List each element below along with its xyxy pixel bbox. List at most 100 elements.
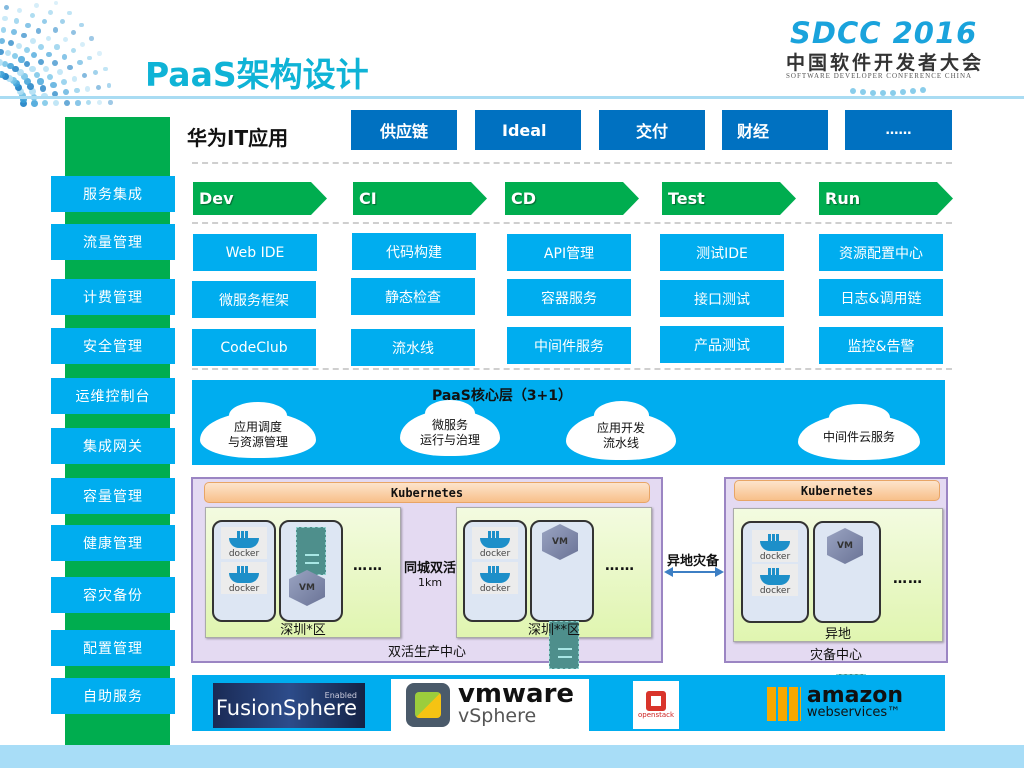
decor-dot	[7, 39, 14, 46]
decor-dot	[25, 22, 31, 29]
openstack-logo: openstack	[633, 681, 679, 729]
mgmt-item-self-service[interactable]: 自助服务	[51, 678, 175, 714]
mgmt-item-ops-console[interactable]: 运维控制台	[51, 378, 175, 414]
tool-web-ide[interactable]: Web IDE	[193, 234, 317, 271]
decor-dot	[62, 37, 68, 43]
mgmt-item-health[interactable]: 健康管理	[51, 525, 175, 561]
app-finance[interactable]: 财经	[722, 110, 828, 150]
mgmt-item-traffic[interactable]: 流量管理	[51, 224, 175, 260]
decor-dot	[47, 73, 54, 80]
decor-dot	[87, 55, 93, 61]
tool-pipeline[interactable]: 流水线	[351, 329, 475, 366]
docker-icon: docker	[221, 562, 267, 594]
decor-dot	[24, 60, 31, 68]
mgmt-item-service-integration[interactable]: 服务集成	[51, 176, 175, 212]
tool-codeclub[interactable]: CodeClub	[192, 329, 316, 366]
docker-icon: docker	[472, 562, 518, 594]
tool-microservice-framework[interactable]: 微服务框架	[192, 281, 316, 318]
decor-dot	[16, 42, 23, 49]
decor-dot	[13, 18, 20, 24]
decor-dot	[61, 79, 67, 85]
decor-dot	[18, 91, 26, 99]
decor-dot	[54, 44, 60, 50]
mgmt-item-capacity[interactable]: 容量管理	[51, 478, 175, 514]
tool-monitor-alarm[interactable]: 监控&告警	[819, 327, 943, 364]
app-supply-chain[interactable]: 供应链	[351, 110, 457, 150]
stage-test[interactable]: Test	[662, 182, 796, 215]
mgmt-item-config[interactable]: 配置管理	[51, 630, 175, 666]
decor-dot	[77, 60, 83, 66]
decor-dot	[910, 88, 916, 95]
decor-dot	[29, 12, 36, 18]
cloud-middleware-service[interactable]: 中间件云服务	[798, 403, 920, 460]
mgmt-item-security[interactable]: 安全管理	[51, 328, 175, 364]
decor-dot	[79, 22, 84, 28]
decor-dot	[24, 47, 31, 54]
decor-dot	[0, 26, 7, 33]
app-more[interactable]: ……	[845, 110, 952, 150]
tool-product-test[interactable]: 产品测试	[660, 326, 784, 363]
decor-dot	[890, 89, 896, 96]
tool-log-trace[interactable]: 日志&调用链	[819, 279, 943, 316]
tool-resource-config-center[interactable]: 资源配置中心	[819, 234, 943, 271]
dr-link-label: 异地灾备	[666, 554, 719, 569]
divider-stages	[192, 222, 952, 224]
tool-middleware-service[interactable]: 中间件服务	[507, 327, 631, 364]
decor-dot	[20, 73, 28, 80]
decor-dot	[10, 28, 17, 35]
tool-container-service[interactable]: 容器服务	[507, 279, 631, 316]
event-name-cn: 中国软件开发者大会	[786, 52, 985, 74]
mgmt-item-billing[interactable]: 计费管理	[51, 279, 175, 315]
stage-ci[interactable]: CI	[353, 182, 487, 215]
decor-dot	[47, 9, 53, 15]
mgmt-item-gateway[interactable]: 集成网关	[51, 428, 175, 464]
cloud-scheduling[interactable]: 应用调度与资源管理	[200, 401, 316, 458]
stage-dev[interactable]: Dev	[193, 182, 327, 215]
zone-label: 深圳*区	[280, 623, 326, 638]
decor-dot	[37, 78, 44, 85]
decor-dot	[29, 65, 36, 73]
decor-dot	[0, 59, 3, 67]
cloud-dev-pipeline[interactable]: 应用开发流水线	[566, 401, 676, 460]
tool-static-check[interactable]: 静态检查	[351, 278, 475, 315]
stage-run[interactable]: Run	[819, 182, 953, 215]
tool-code-build[interactable]: 代码构建	[352, 233, 476, 270]
decor-dot	[42, 65, 50, 73]
decor-dot	[7, 62, 14, 70]
openstack-icon	[646, 691, 666, 711]
decor-dot	[63, 89, 70, 96]
server-icon	[296, 527, 326, 575]
aws-logo: amazon webservices™	[760, 682, 910, 726]
page-title: PaaS架构设计	[145, 55, 369, 94]
decor-dot	[0, 48, 4, 55]
decor-dot	[53, 100, 60, 107]
decor-dot	[0, 37, 6, 44]
decor-dot	[42, 100, 49, 107]
cloud-microservice-governance[interactable]: 微服务运行与治理	[400, 399, 500, 456]
cloud-text-line1: 微服务	[431, 418, 468, 432]
vm-icon: VM	[289, 570, 325, 606]
decor-dot	[35, 28, 42, 34]
decor-dot	[82, 72, 88, 79]
production-dc-label: 双活生产中心	[387, 645, 466, 660]
decor-dot	[64, 100, 70, 106]
app-delivery[interactable]: 交付	[599, 110, 705, 150]
app-ideal[interactable]: Ideal	[475, 110, 581, 150]
decor-dot	[6, 74, 14, 82]
docker-icon: docker	[752, 530, 798, 562]
tool-api-management[interactable]: API管理	[507, 234, 631, 271]
mgmt-item-dr-backup[interactable]: 容灾备份	[51, 577, 175, 613]
stage-cd[interactable]: CD	[505, 182, 639, 215]
decor-dot	[20, 100, 27, 107]
zone-label: 深圳**区	[527, 623, 580, 638]
decor-dot	[97, 100, 102, 105]
decor-dot	[71, 76, 78, 82]
fusionsphere-logo: Enabled FusionSphere	[213, 683, 365, 728]
tool-interface-test[interactable]: 接口测试	[660, 280, 784, 317]
decor-dot	[80, 42, 85, 48]
cloud-text-line1: 应用开发	[596, 421, 645, 435]
same-city-distance: 1km	[417, 576, 443, 589]
decor-dot	[52, 27, 59, 33]
tool-test-ide[interactable]: 测试IDE	[660, 234, 784, 271]
decor-dot	[870, 89, 876, 96]
